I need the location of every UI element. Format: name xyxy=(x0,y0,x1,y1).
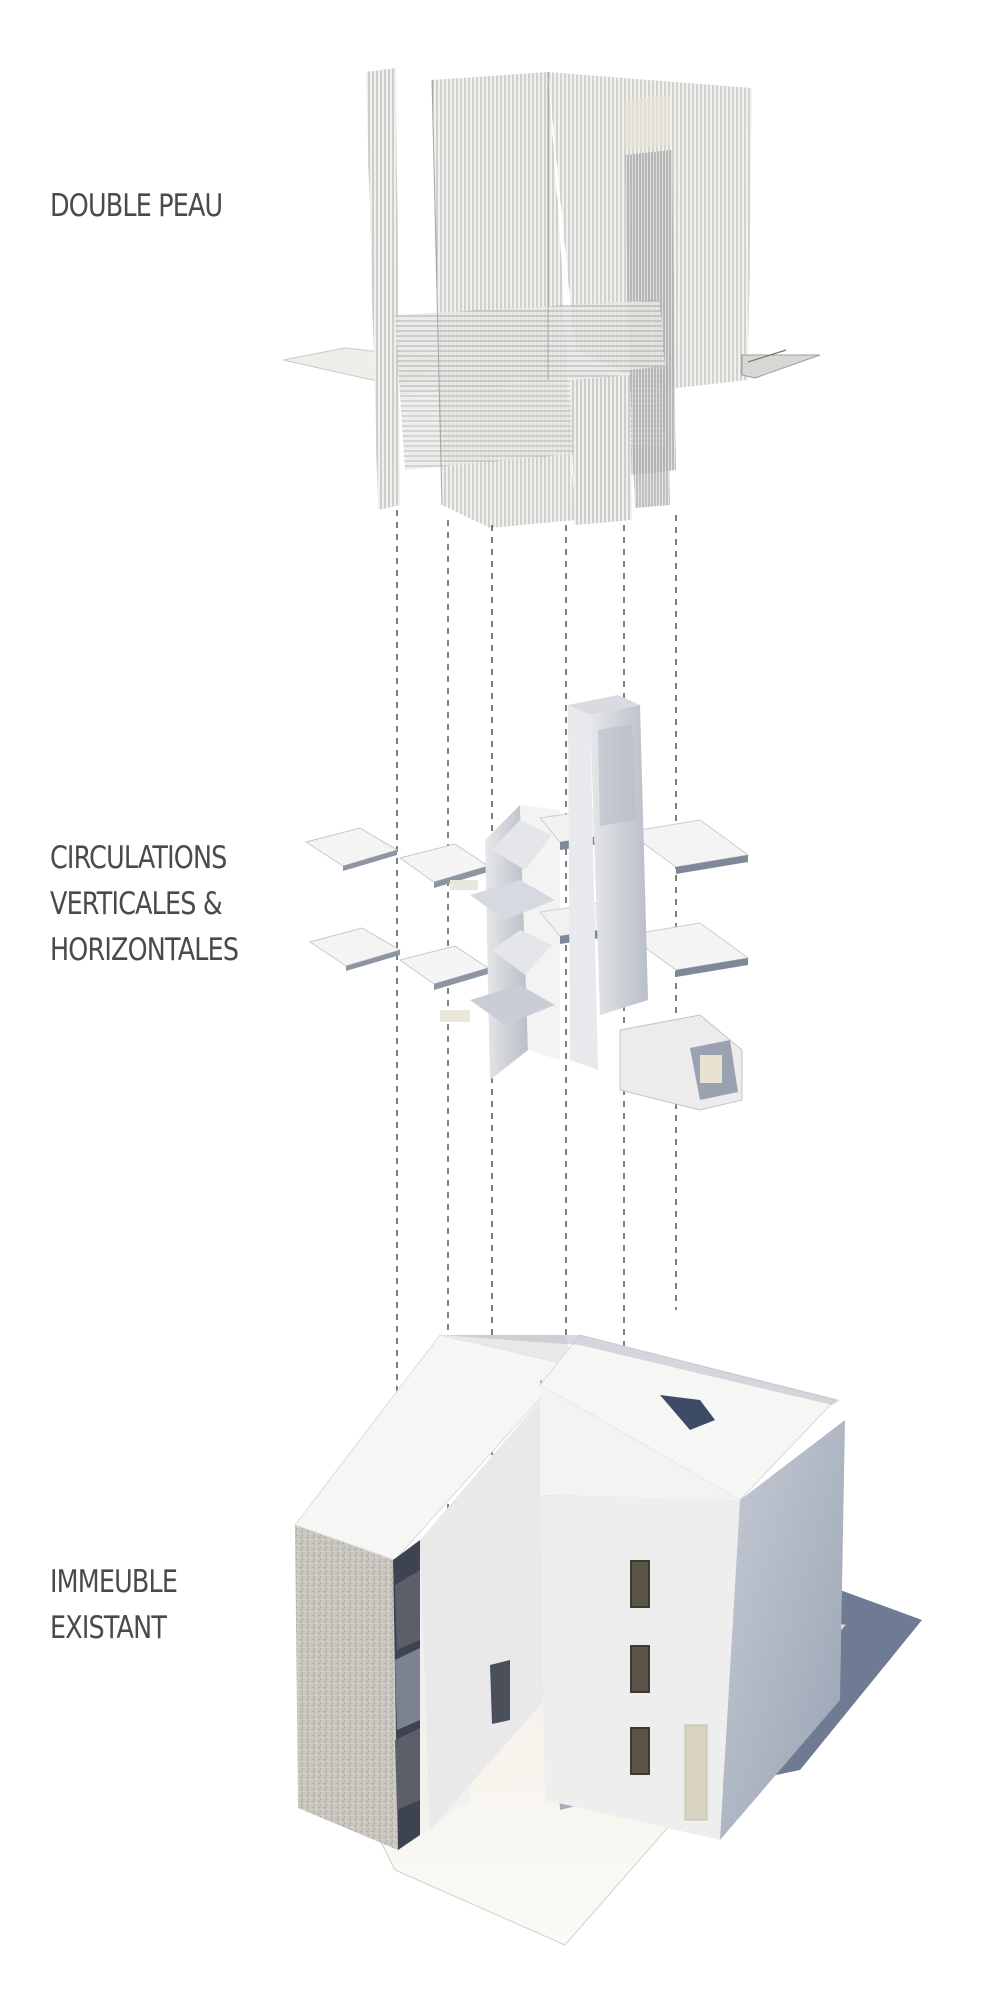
label-line: VERTICALES & xyxy=(50,886,223,922)
label-circulations: CIRCULATIONS VERTICALES & HORIZONTALES xyxy=(50,835,239,973)
label-line: CIRCULATIONS xyxy=(50,840,227,876)
double-skin-mesh xyxy=(282,68,821,528)
existing-building xyxy=(294,1334,922,1946)
label-double-peau: DOUBLE PEAU xyxy=(50,183,223,229)
label-line: EXISTANT xyxy=(50,1610,167,1646)
label-line: DOUBLE PEAU xyxy=(50,188,223,224)
label-immeuble-existant: IMMEUBLE EXISTANT xyxy=(50,1559,178,1651)
label-line: HORIZONTALES xyxy=(50,932,239,968)
label-line: IMMEUBLE xyxy=(50,1564,178,1600)
circulations-core xyxy=(304,695,750,1111)
